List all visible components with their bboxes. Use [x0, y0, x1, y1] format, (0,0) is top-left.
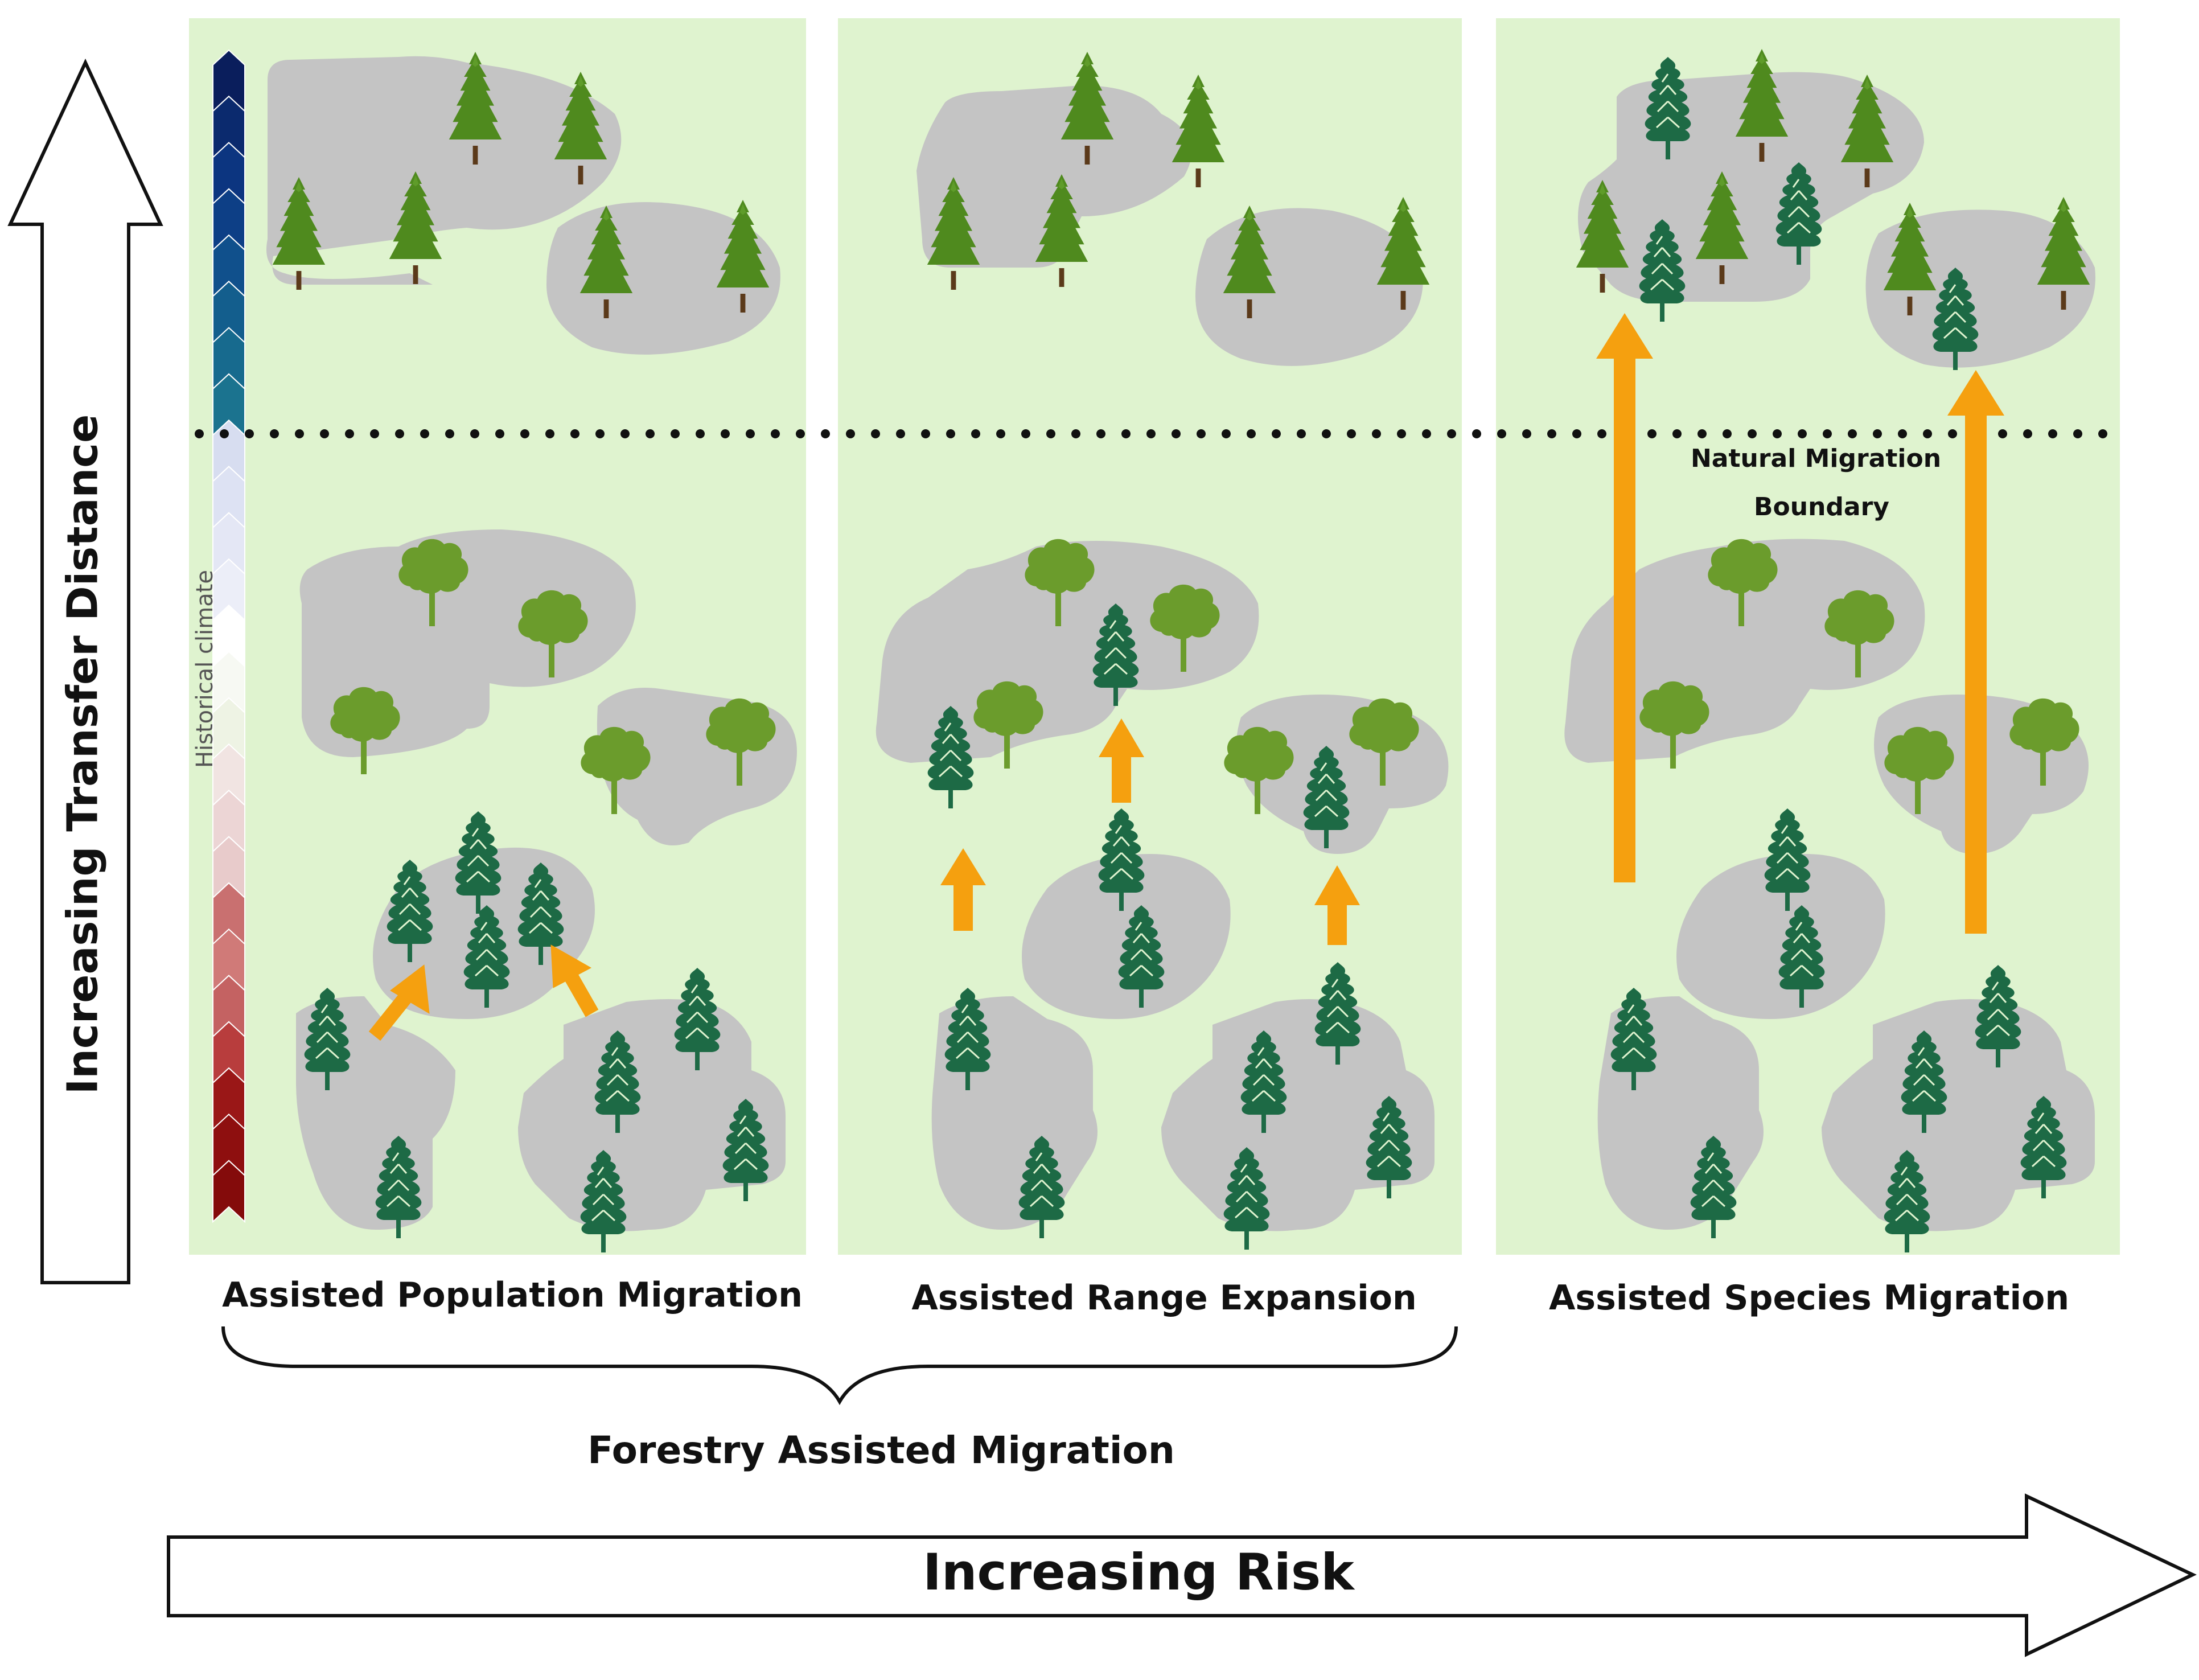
climate-scale [212, 49, 245, 1223]
climate-chevron [212, 1160, 245, 1223]
historical-climate-label: Historical climate [192, 570, 218, 768]
migration-arrows [368, 313, 2004, 1041]
up-arrow-icon [1099, 718, 1144, 803]
transfer-distance-axis-arrow: Increasing Transfer Distance [7, 58, 163, 1284]
panel-label-range-expansion: Assisted Range Expansion [911, 1278, 1416, 1318]
up-arrow-icon [1596, 313, 1653, 882]
up-arrow-icon [368, 964, 430, 1041]
up-arrow-icon [1314, 865, 1360, 945]
group-label-forestry-assisted-migration: Forestry Assisted Migration [587, 1428, 1175, 1472]
up-arrow-icon [550, 944, 599, 1017]
transfer-distance-label: Increasing Transfer Distance [59, 414, 108, 1095]
increasing-risk-label: Increasing Risk [923, 1543, 1355, 1601]
grouping-brace [221, 1326, 1458, 1406]
panel-label-species-migration: Assisted Species Migration [1549, 1278, 2069, 1318]
boundary-label-line2: Boundary [1754, 492, 1889, 521]
panel-label-population-migration: Assisted Population Migration [222, 1275, 803, 1315]
up-arrow-icon [1947, 370, 2004, 934]
boundary-label-line1: Natural Migration [1691, 444, 1941, 473]
risk-axis-arrow: Increasing Risk [167, 1493, 2197, 1657]
up-arrow-icon [940, 848, 986, 931]
